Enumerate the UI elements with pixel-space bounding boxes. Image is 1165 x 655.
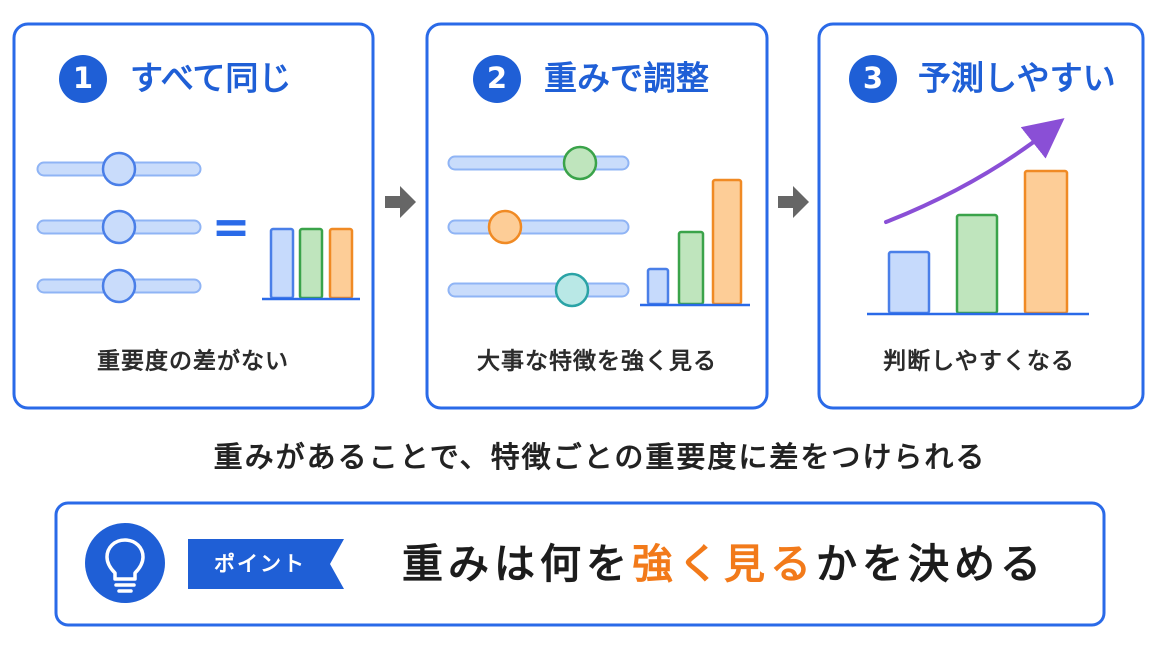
step-2-sliders: [447, 145, 630, 308]
step-3-caption: 判断しやすくなる: [883, 348, 1075, 375]
step-2-frame: [425, 22, 769, 410]
equals-sign: =: [212, 200, 251, 254]
step-3-bar-blue: [887, 250, 931, 315]
step-3-bars: [867, 169, 1089, 316]
arrow-right-icon: [778, 186, 809, 218]
step-2-slider-1: [447, 145, 630, 181]
point-message-highlight: 強く見る: [632, 540, 816, 588]
point-message-after: かを決める: [816, 540, 1046, 588]
arrow-right-icon: [385, 186, 416, 218]
step-2-slider-3-knob: [554, 272, 590, 308]
step-2-caption: 大事な特徴を強く見る: [477, 348, 717, 375]
step-1-caption: 重要度の差がない: [97, 348, 289, 375]
step-1-number-badge: [59, 55, 107, 103]
step-3-number-badge: [849, 55, 897, 103]
step-2-slider-2: [447, 209, 630, 245]
step-2-bar-orange: [711, 178, 743, 306]
point-frame: [54, 501, 1106, 627]
step-3-title: 予測しやすい: [918, 59, 1116, 98]
step-1-bar-orange: [328, 227, 354, 300]
lightbulb-icon: [85, 523, 165, 603]
step-3-panel: 3 予測しやすい 判断しやすくなる: [817, 22, 1145, 410]
step-1-bar-blue: [269, 227, 295, 300]
step-2-bar-green: [677, 230, 705, 306]
step-1-slider-1-knob: [101, 151, 137, 187]
step-2-slider-2-knob: [487, 209, 523, 245]
step-2-bar-blue: [646, 267, 670, 306]
step-1-bar-green: [298, 227, 324, 300]
step-2-panel: 2 重みで調整 大事な特徴を強く見る: [425, 22, 769, 410]
step-2-slider-1-knob: [562, 145, 598, 181]
step-3-number: 3: [863, 61, 883, 95]
point-message-before: 重みは何を: [402, 540, 632, 588]
step-2-number-badge: [473, 55, 521, 103]
step-1-number: 1: [73, 61, 93, 95]
point-message: 重みは何を強く見るかを決める: [402, 540, 1046, 588]
summary-text: 重みがあることで、特徴ごとの重要度に差をつけられる: [214, 440, 987, 474]
step-1-slider-1: [36, 151, 202, 187]
step-1-panel: 1 すべて同じ = 重要度: [12, 22, 375, 410]
step-2-number: 2: [487, 61, 507, 95]
step-2-slider-3: [447, 272, 630, 308]
step-1-title: すべて同じ: [130, 59, 291, 98]
step-1-slider-3-knob: [101, 268, 137, 304]
step-1-bars: [262, 227, 360, 301]
step-3-bar-green: [955, 213, 999, 315]
step-1-sliders: [36, 151, 202, 304]
point-badge: [188, 539, 344, 589]
point-box: ポイント 重みは何を強く見るかを決める: [54, 501, 1106, 627]
step-2-bars: [640, 178, 750, 307]
step-2-title: 重みで調整: [544, 59, 709, 98]
step-1-slider-2-knob: [101, 209, 137, 245]
step-3-bar-orange: [1023, 169, 1069, 315]
step-1-slider-2: [36, 209, 202, 245]
trend-arrow-icon: [884, 118, 1065, 224]
step-1-slider-3: [36, 268, 202, 304]
step-1-frame: [12, 22, 375, 410]
point-badge-label: ポイント: [214, 552, 306, 576]
